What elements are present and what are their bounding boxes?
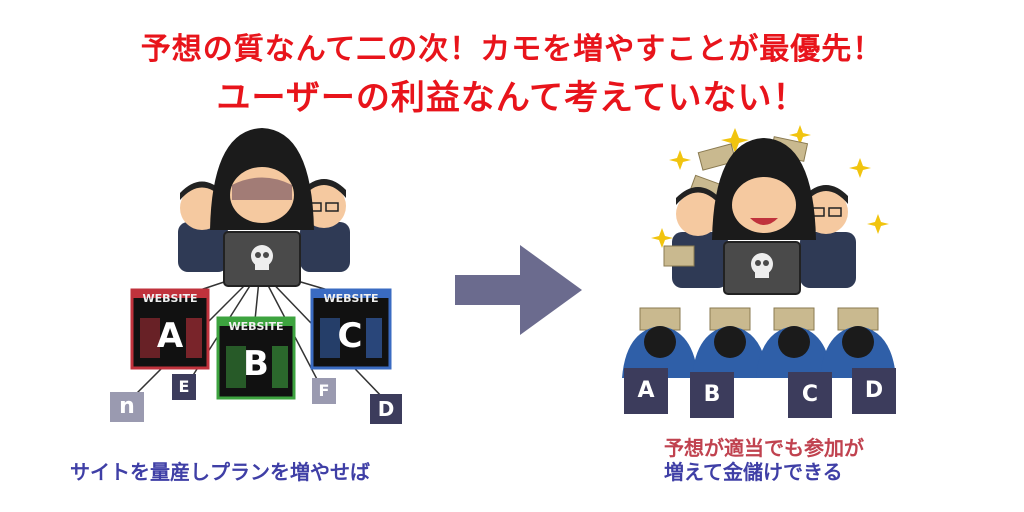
user-tag-b: B: [703, 382, 721, 407]
right-caption: 予想が適当でも参加が 増えて金儲けできる: [664, 436, 864, 484]
website-a-letter: A: [156, 316, 184, 356]
right-caption-line-2: 増えて金儲けできる: [664, 460, 843, 484]
arrow-right-icon: [455, 245, 582, 335]
laptop-skull-left: [223, 231, 301, 287]
website-c-brand: WEBSITE: [323, 292, 379, 305]
user-tag-d: D: [864, 378, 884, 403]
tag-d: D: [377, 397, 395, 421]
user-tag-box-b: [690, 372, 734, 418]
suited-man-right-scene-left: [663, 187, 728, 288]
tag-f: F: [318, 381, 330, 400]
tag-n: n: [119, 394, 135, 419]
laptop-skull-right: [723, 241, 801, 295]
headline-line-2: ユーザーの利益なんて考えていない！: [216, 78, 808, 118]
bowing-user-b: [692, 307, 768, 378]
website-c-letter: C: [337, 316, 363, 356]
left-caption: サイトを量産しプランを増やせば: [70, 460, 370, 484]
user-tag-box-d: [852, 368, 896, 414]
website-window-b: [216, 316, 296, 400]
bowing-user-a: [622, 307, 698, 378]
right-caption-line-1: 予想が適当でも参加が: [664, 436, 864, 460]
website-window-c: [310, 288, 392, 370]
tag-box-f: [312, 378, 336, 404]
website-a-brand: WEBSITE: [142, 292, 198, 305]
user-tag-c: C: [801, 382, 819, 407]
bowing-user-c: [756, 307, 832, 378]
hooded-hacker-left: [210, 128, 314, 230]
user-tag-box-a: [624, 368, 668, 414]
bowing-user-d: [820, 307, 896, 378]
tag-box-e: [172, 374, 196, 400]
tag-box-d: [370, 394, 402, 424]
user-tag-a: A: [637, 378, 655, 403]
website-b-letter: B: [243, 344, 269, 384]
user-tag-box-c: [788, 372, 832, 418]
tag-box-n: [110, 392, 144, 422]
headline-line-1: 予想の質なんて二の次！カモを増やすことが最優先！: [140, 32, 884, 67]
website-b-brand: WEBSITE: [228, 320, 284, 333]
sparkle-icons: [651, 125, 889, 248]
tag-e: E: [178, 377, 190, 396]
website-window-a: [130, 288, 210, 370]
hooded-hacker-right: [712, 138, 816, 240]
